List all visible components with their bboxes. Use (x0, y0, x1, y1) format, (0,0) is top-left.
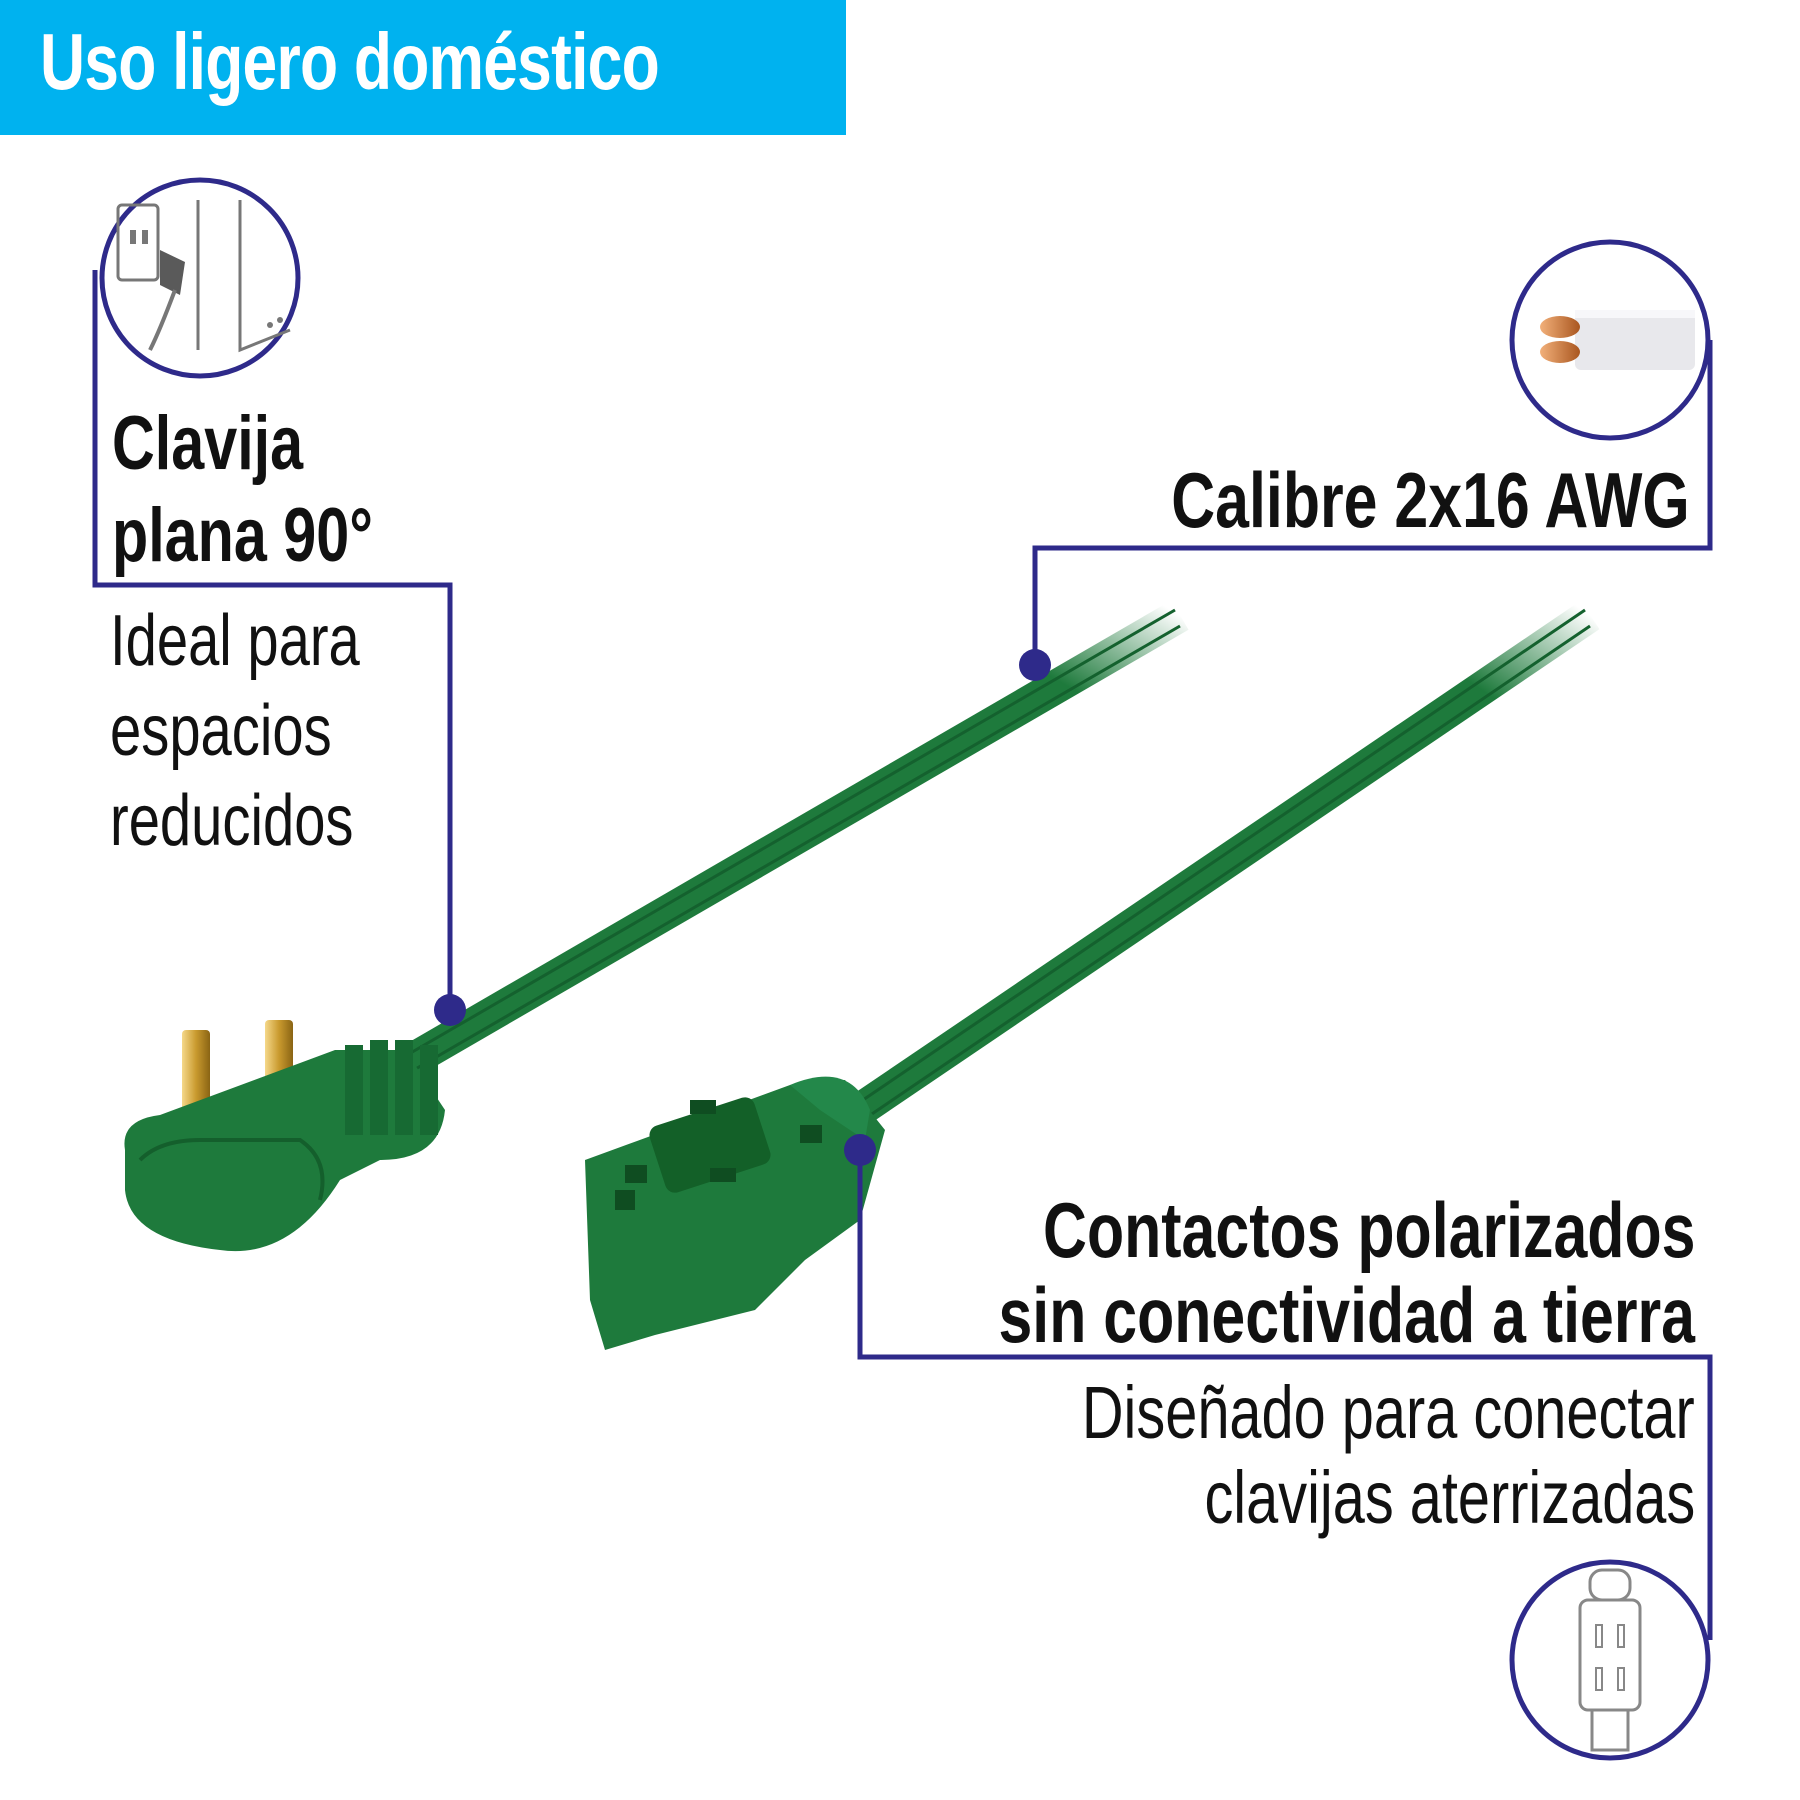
polarized-outlet (585, 1076, 885, 1350)
callout-dot-contacts (844, 1134, 876, 1166)
contacts-title-line1: Contactos polarizados (1042, 1186, 1695, 1274)
copper-wire-cable-icon (1509, 239, 1711, 441)
callout-dot-plug (434, 994, 466, 1026)
gauge-title: Calibre 2x16 AWG (1171, 456, 1690, 544)
plug-desc-line2: espacios (110, 691, 332, 771)
callout-line-plug (92, 270, 453, 1010)
plug-title-line2: plana 90° (112, 493, 373, 578)
plug-desc-line3: reducidos (110, 781, 354, 861)
header-banner: Uso ligero doméstico (0, 0, 846, 135)
plug-desc-line1: Ideal para (110, 601, 360, 681)
plug-title-line1: Clavija (112, 401, 304, 486)
contacts-desc-line2: clavijas aterrizadas (1204, 1456, 1695, 1539)
callout-dot-gauge (1019, 649, 1051, 681)
grounded-plug-icon (1509, 1559, 1711, 1761)
cord-upper (386, 600, 1189, 1085)
wall-outlet-plug-icon (99, 177, 301, 379)
contacts-title-line2: sin conectividad a tierra (998, 1271, 1695, 1359)
callout-lines (92, 270, 1713, 1640)
callout-line-contacts (857, 1150, 1713, 1640)
contacts-desc-line1: Diseñado para conectar (1082, 1371, 1695, 1454)
banner-title: Uso ligero doméstico (40, 17, 660, 106)
cord-lower (850, 600, 1600, 1125)
flat-plug (124, 1020, 445, 1252)
callout-line-gauge (1032, 340, 1713, 665)
